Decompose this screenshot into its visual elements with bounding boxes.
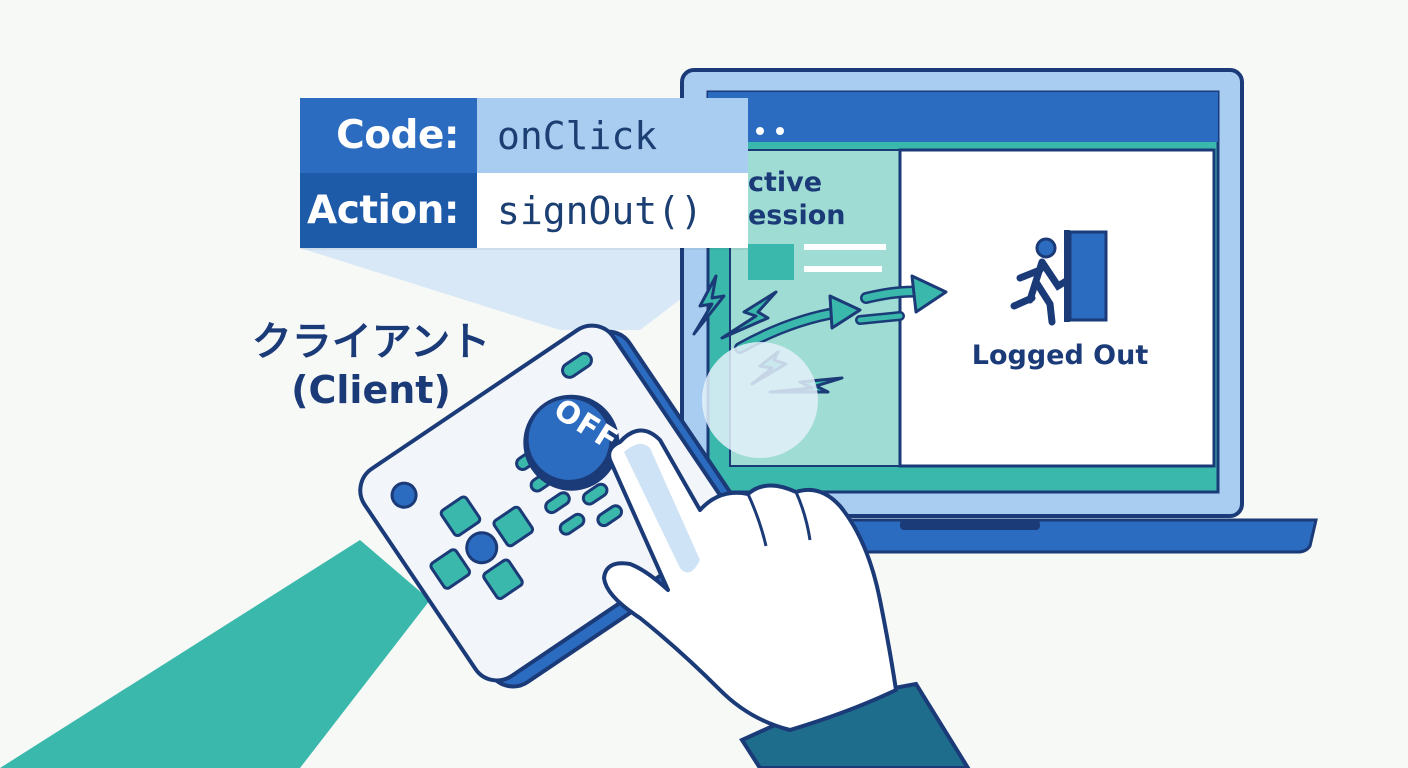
remote-small-key <box>558 512 586 536</box>
remote-dpad-right <box>492 505 535 548</box>
action-key: Action: <box>300 173 477 248</box>
logged-out-label: Logged Out <box>971 340 1149 371</box>
browser-topbar <box>708 92 1218 142</box>
remote-control <box>358 323 747 689</box>
client-label-jp: クライアント <box>251 319 491 365</box>
projection-cone <box>300 248 748 330</box>
hand <box>602 428 898 732</box>
action-value: signOut() <box>477 173 748 248</box>
code-label-panel: Code: onClick Action: signOut() <box>300 98 748 248</box>
session-line-1: ctive <box>748 167 823 198</box>
person-exiting-door-icon <box>1010 230 1108 326</box>
laptop-notch <box>900 520 1040 530</box>
client-caption: クライアント (Client) <box>236 318 506 414</box>
remote-small-key <box>581 482 609 506</box>
session-content-line <box>804 266 882 272</box>
remote-dpad-left <box>429 548 472 590</box>
signal-glow <box>702 342 818 458</box>
remote-dpad-center <box>465 531 499 565</box>
remote-top-button <box>390 481 418 509</box>
finger-crease <box>746 491 812 547</box>
teal-beam <box>0 540 430 768</box>
laptop <box>637 68 1318 554</box>
remote-small-key <box>596 504 624 528</box>
logged-out-panel <box>898 148 1216 468</box>
remote-side-pill <box>561 351 593 379</box>
signal-arrows <box>734 274 948 354</box>
session-content-block <box>748 244 794 280</box>
window-dot <box>776 127 784 135</box>
hand-shadow <box>624 443 700 573</box>
remote-dpad-down <box>482 558 524 601</box>
code-value: onClick <box>477 98 748 173</box>
code-key: Code: <box>300 98 477 173</box>
session-content-line <box>804 244 886 250</box>
hand-pressing-button <box>602 428 971 768</box>
remote-small-key <box>544 491 571 515</box>
client-label-en: (Client) <box>291 368 451 412</box>
remote-body <box>358 323 731 683</box>
active-session-label: ctive ession <box>748 166 845 232</box>
session-line-2: ession <box>748 200 846 231</box>
remote-dpad-up <box>439 495 482 538</box>
window-dot <box>756 127 764 135</box>
off-button <box>525 395 613 483</box>
